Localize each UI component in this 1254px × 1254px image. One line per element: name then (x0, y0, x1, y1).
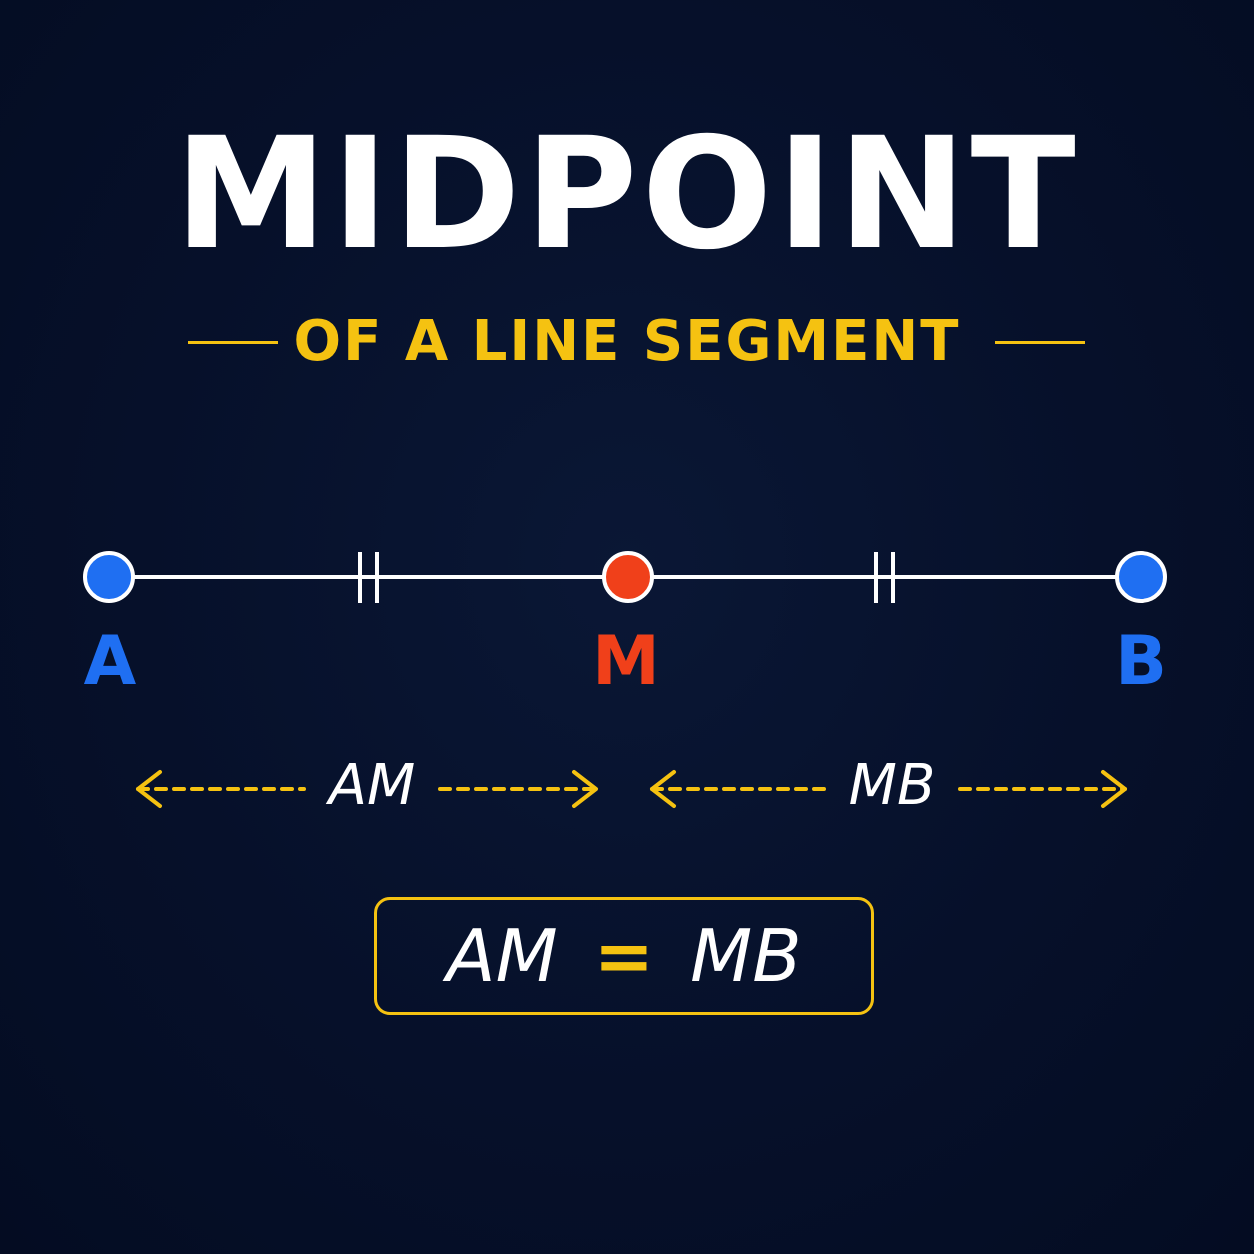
equation: AM = MB (377, 900, 871, 1012)
page-title: MIDPOINT (174, 105, 1080, 284)
point-m-dot (602, 551, 654, 603)
tick-mark-left (358, 552, 379, 603)
point-a-label: A (83, 622, 137, 701)
segment-mb-label: MB (848, 753, 936, 818)
segment-am-label: AM (328, 753, 416, 818)
equation-right: MB (690, 914, 802, 998)
tick-mark-right (874, 552, 895, 603)
point-b-label: B (1115, 622, 1167, 701)
point-b-dot (1115, 551, 1167, 603)
arrow-mb (650, 770, 1127, 808)
arrow-am (136, 770, 598, 808)
point-m-label: M (592, 622, 660, 701)
equation-box: AM = MB (374, 897, 874, 1015)
subtitle-row: OF A LINE SEGMENT (0, 312, 1254, 372)
equation-left: AM (446, 914, 558, 998)
equals-sign: = (593, 914, 655, 998)
subtitle-rule-left (188, 341, 278, 344)
subtitle-rule-right (995, 341, 1085, 344)
subtitle: OF A LINE SEGMENT (293, 309, 961, 374)
point-a-dot (83, 551, 135, 603)
